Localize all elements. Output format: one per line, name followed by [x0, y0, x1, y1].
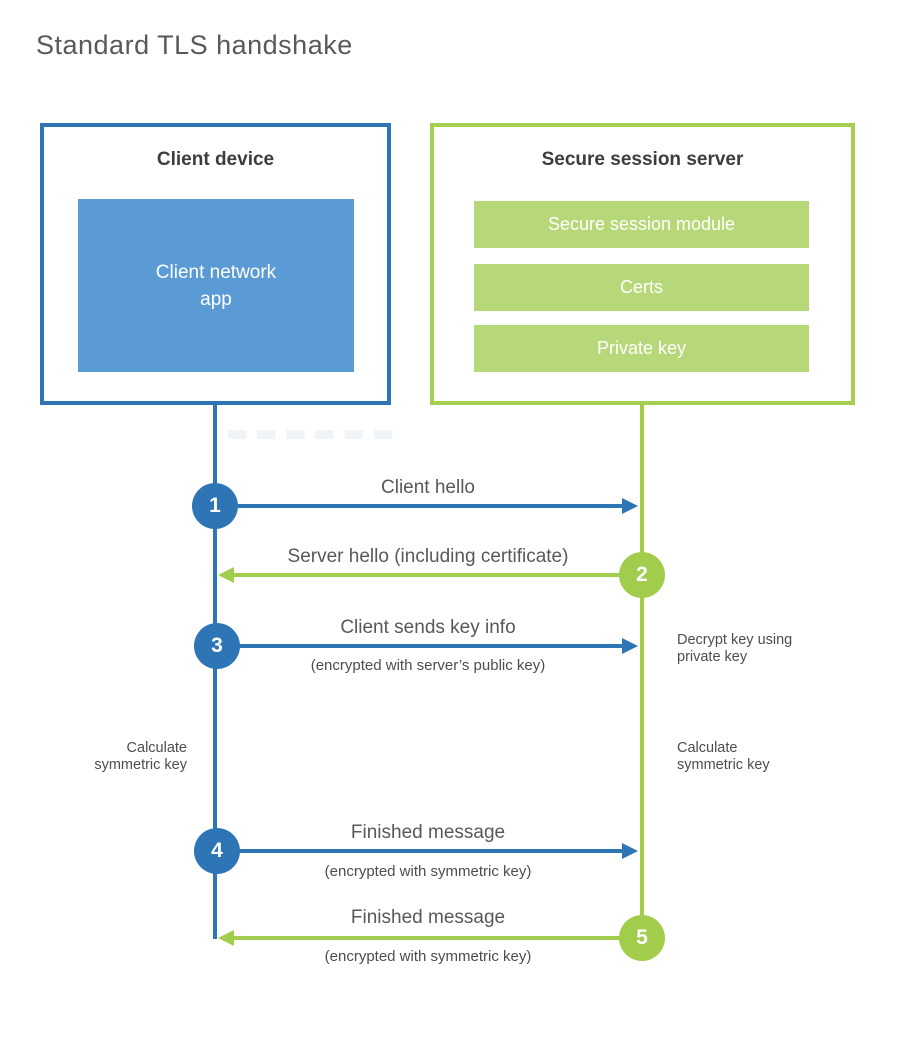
msg2-label: Server hello (including certificate) [287, 546, 569, 567]
server-bar-private-key: Private key [474, 325, 809, 372]
step-circle-3: 3 [194, 623, 240, 669]
msg5-label: Finished message [350, 907, 506, 928]
note-calc-left-line2: symmetric key [94, 757, 187, 773]
faint-dashed-line [228, 430, 392, 439]
msg1-label: Client hello [381, 477, 475, 498]
msg4-sublabel: (encrypted with symmetric key) [324, 863, 532, 880]
server-lifeline [640, 404, 644, 942]
step-circle-5: 5 [619, 915, 665, 961]
client-app-line2: app [200, 288, 232, 310]
msg2-arrow-line [234, 573, 640, 577]
client-app-line1: Client network [155, 261, 277, 283]
client-box-title: Client device [156, 149, 275, 170]
msg3-arrowhead-icon [622, 638, 638, 654]
client-lifeline [213, 404, 217, 939]
step-circle-2: 2 [619, 552, 665, 598]
msg3-arrow-line [216, 644, 622, 648]
msg4-label: Finished message [350, 822, 506, 843]
secure-session-server-box: Secure session server Secure session mod… [430, 123, 855, 405]
note-calc-symmetric-left: Calculate symmetric key [47, 740, 187, 774]
msg2-arrowhead-icon [218, 567, 234, 583]
msg4-arrow-line [216, 849, 622, 853]
note-calc-right-line2: symmetric key [677, 757, 770, 773]
msg3-sublabel: (encrypted with server’s public key) [310, 657, 546, 674]
note-calc-left-line1: Calculate [126, 740, 187, 756]
note-calc-symmetric-right: Calculate symmetric key [677, 740, 827, 774]
msg5-sublabel: (encrypted with symmetric key) [324, 948, 532, 965]
step-circle-4: 4 [194, 828, 240, 874]
msg1-arrowhead-icon [622, 498, 638, 514]
note-decrypt-line1: Decrypt key using [677, 632, 793, 648]
step-circle-1: 1 [192, 483, 238, 529]
msg3-label: Client sends key info [340, 617, 516, 638]
server-bar-certs: Certs [474, 264, 809, 311]
client-network-app-box: Client network app [78, 199, 354, 372]
msg5-arrowhead-icon [218, 930, 234, 946]
msg1-arrow-line [216, 504, 622, 508]
server-box-title: Secure session server [541, 149, 744, 170]
note-decrypt-key: Decrypt key using private key [677, 632, 827, 666]
diagram-title: Standard TLS handshake [36, 30, 353, 60]
client-device-box: Client device Client network app [40, 123, 391, 405]
note-decrypt-line2: private key [677, 649, 748, 665]
note-calc-right-line1: Calculate [677, 740, 738, 756]
msg4-arrowhead-icon [622, 843, 638, 859]
server-bar-secure-session-module: Secure session module [474, 201, 809, 248]
msg5-arrow-line [234, 936, 640, 940]
